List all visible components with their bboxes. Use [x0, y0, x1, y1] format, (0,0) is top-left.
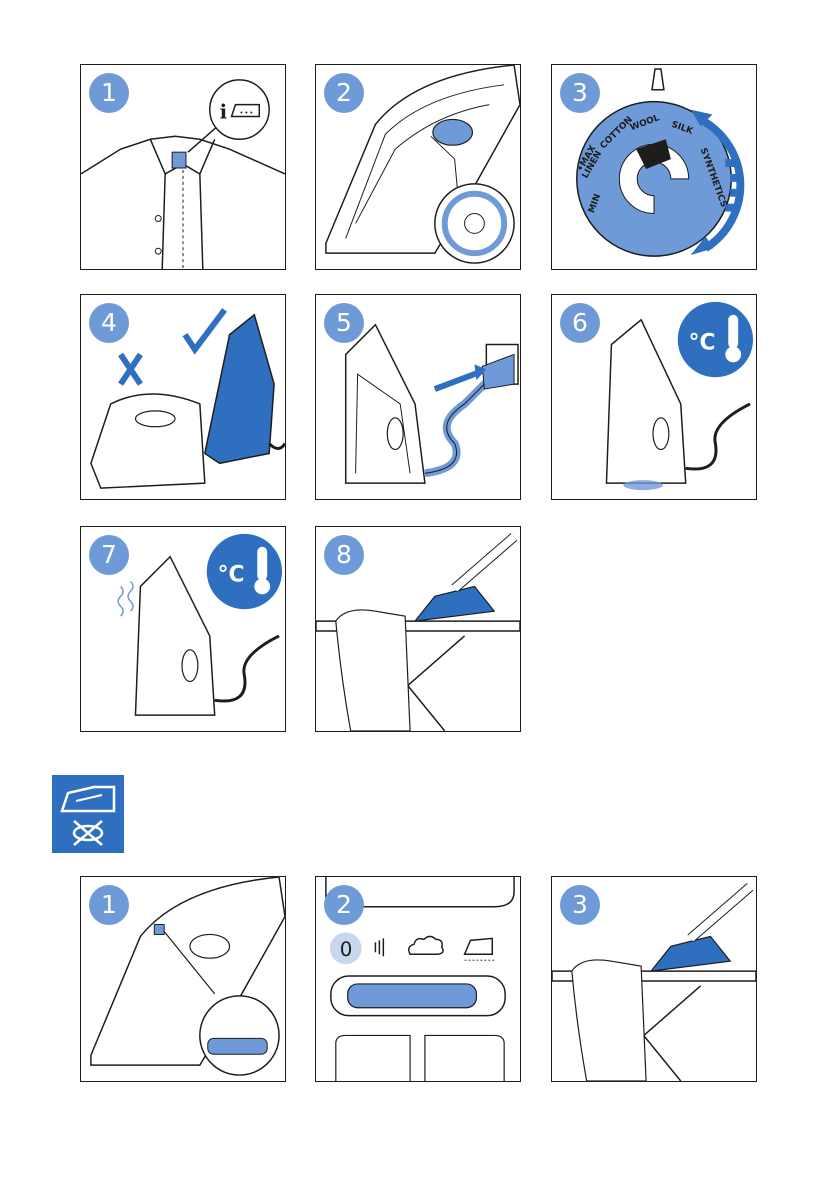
step-number: 3	[560, 73, 600, 113]
step-number: 1	[89, 73, 129, 113]
svg-text:°C: °C	[218, 562, 245, 587]
step-number: 2	[324, 885, 364, 925]
step-panel-7: 7 °C	[80, 526, 286, 732]
step-panel-6: 6 °C	[551, 294, 757, 500]
svg-text:°C: °C	[689, 330, 716, 355]
iron-no-steam-icon	[52, 775, 124, 853]
step-number: 4	[89, 303, 129, 343]
step-number: 8	[324, 535, 364, 575]
step-number: 2	[324, 73, 364, 113]
step-panel-3: 3 MIN LINEN COTTON •MAX WOOL SILK SYNTHE…	[551, 64, 757, 270]
steam-setting-zero: 0	[340, 938, 353, 961]
step-number: 5	[324, 303, 364, 343]
step-panel-4: 4	[80, 294, 286, 500]
step-number: 7	[89, 535, 129, 575]
step-panel-2: 2	[315, 64, 521, 270]
step-number: 1	[89, 885, 129, 925]
dry-step-panel-3: 3	[551, 876, 757, 1082]
svg-text:i: i	[220, 99, 228, 123]
step-panel-5: 5	[315, 294, 521, 500]
step-number: 3	[560, 885, 600, 925]
step-panel-8: 8	[315, 526, 521, 732]
step-number: 6	[560, 303, 600, 343]
no-steam-section-badge	[52, 775, 124, 853]
dry-step-panel-1: 1	[80, 876, 286, 1082]
dry-step-panel-2: 2 0	[315, 876, 521, 1082]
step-panel-1: 1 i	[80, 64, 286, 270]
